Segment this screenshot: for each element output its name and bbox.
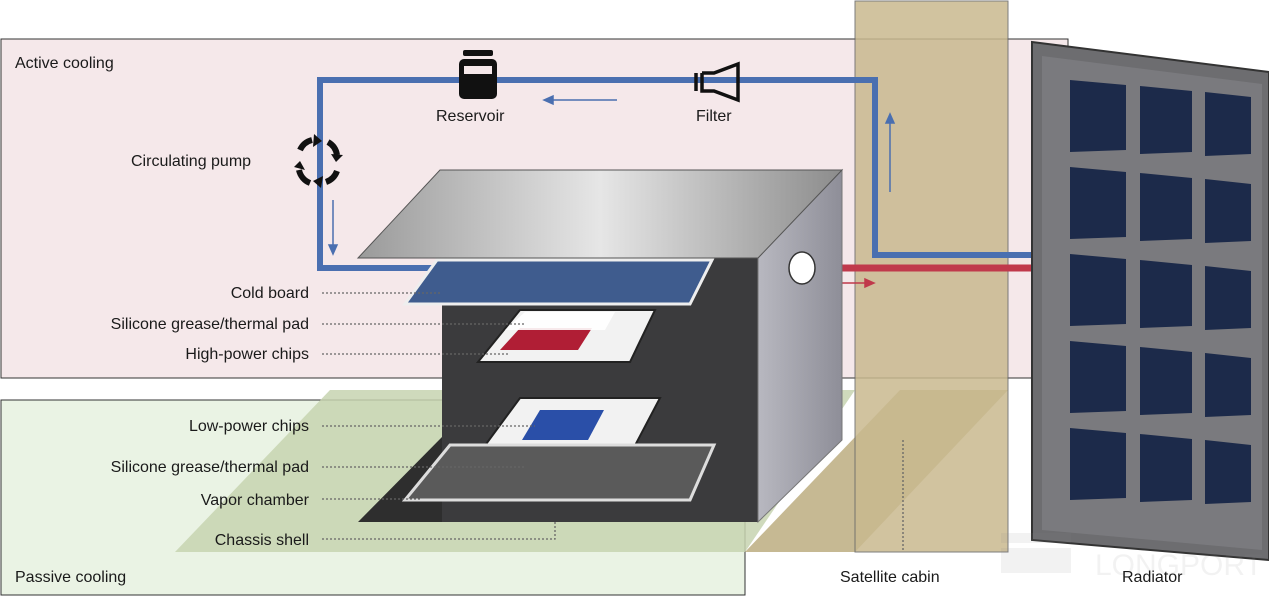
filter-label: Filter bbox=[696, 108, 732, 125]
high-power-chips-label: High-power chips bbox=[185, 346, 309, 363]
thermal-pad-lower-label: Silicone grease/thermal pad bbox=[111, 459, 309, 476]
radiator-panel bbox=[1070, 167, 1126, 239]
circulating-pump-icon bbox=[294, 134, 343, 188]
filter-icon bbox=[694, 61, 740, 103]
radiator-panel bbox=[1070, 428, 1126, 500]
radiator-panels bbox=[1070, 80, 1251, 504]
svg-text:LONGPORT: LONGPORT bbox=[1095, 549, 1263, 582]
radiator-panel bbox=[1140, 434, 1192, 502]
radiator-panel bbox=[1140, 260, 1192, 328]
satellite-cabin-label: Satellite cabin bbox=[840, 569, 940, 586]
vapor-chamber bbox=[401, 443, 717, 502]
cold-board-label: Cold board bbox=[231, 285, 309, 302]
passive-cooling-label: Passive cooling bbox=[15, 569, 126, 586]
radiator-panel bbox=[1205, 353, 1251, 417]
radiator-panel bbox=[1070, 80, 1126, 152]
circulating-pump-label: Circulating pump bbox=[131, 153, 251, 170]
active-cooling-label: Active cooling bbox=[15, 55, 114, 72]
radiator-label: Radiator bbox=[1122, 569, 1183, 586]
reservoir-label: Reservoir bbox=[436, 108, 505, 125]
vapor-chamber-label: Vapor chamber bbox=[201, 492, 310, 509]
radiator-panel bbox=[1205, 179, 1251, 243]
radiator-panel bbox=[1140, 173, 1192, 241]
reservoir-icon bbox=[459, 50, 497, 99]
cold-board bbox=[402, 258, 715, 306]
satellite-cabin bbox=[745, 0, 1009, 553]
thermal-pad-upper-label: Silicone grease/thermal pad bbox=[111, 316, 309, 333]
radiator-panel bbox=[1070, 254, 1126, 326]
pipe-port-hole bbox=[788, 251, 816, 285]
radiator bbox=[1031, 40, 1269, 562]
watermark-logo: LONGPORT bbox=[1001, 533, 1263, 582]
chassis-shell-label: Chassis shell bbox=[215, 532, 309, 549]
low-power-chips-label: Low-power chips bbox=[189, 418, 309, 435]
radiator-panel bbox=[1205, 440, 1251, 504]
radiator-panel bbox=[1205, 266, 1251, 330]
coolant-pipe-cold bbox=[317, 77, 1032, 271]
flow-arrows bbox=[327, 94, 896, 256]
radiator-panel bbox=[1205, 92, 1251, 156]
radiator-panel bbox=[1070, 341, 1126, 413]
radiator-panel bbox=[1140, 86, 1192, 154]
high-power-board bbox=[475, 309, 657, 363]
radiator-panel bbox=[1140, 347, 1192, 415]
